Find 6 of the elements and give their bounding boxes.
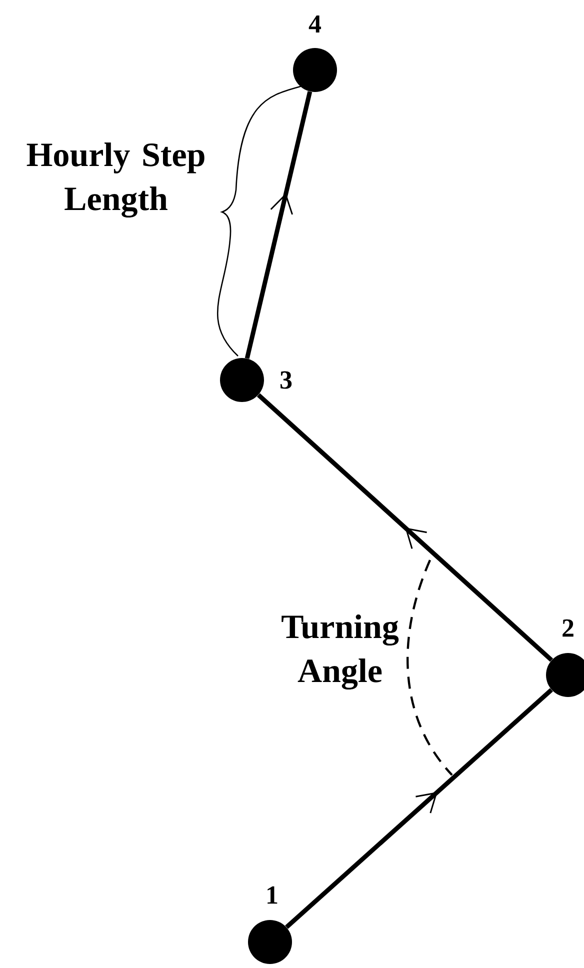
node-number: 3 <box>280 371 292 389</box>
node-number: 1 <box>268 886 278 904</box>
annotation-label: Hourly Step Length <box>26 142 204 218</box>
node-number: 2 <box>562 619 574 637</box>
node-number: 4 <box>308 15 322 33</box>
annotation-label: Turning Angle <box>282 614 399 690</box>
